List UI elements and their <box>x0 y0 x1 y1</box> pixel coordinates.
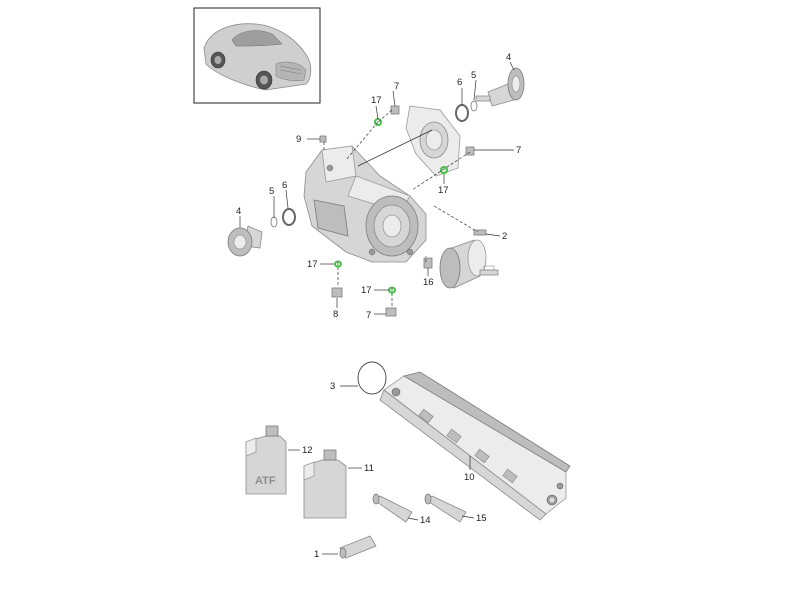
sealant-tube-15[interactable] <box>424 493 467 523</box>
callout-6-left: 6 <box>282 180 287 191</box>
vent-plug[interactable] <box>319 135 327 143</box>
vehicle-thumbnail[interactable] <box>193 7 321 104</box>
transfer-case-housing[interactable] <box>303 145 427 263</box>
atf-label: ATF <box>255 475 276 487</box>
housing-cover[interactable] <box>405 105 461 177</box>
clutch-drum[interactable] <box>439 239 499 289</box>
callout-3: 3 <box>330 381 335 392</box>
callout-1: 1 <box>314 549 319 560</box>
callout-12: 12 <box>302 445 313 456</box>
output-flange-right[interactable] <box>475 67 525 107</box>
output-flange-left[interactable] <box>227 225 263 257</box>
callout-2: 2 <box>502 231 507 242</box>
lubricant-tube-1[interactable] <box>339 535 377 559</box>
sealant-tube-14[interactable] <box>372 493 413 523</box>
callout-15: 15 <box>476 513 487 524</box>
intermediate-housing[interactable] <box>379 371 571 521</box>
callout-17-right: 17 <box>438 185 449 196</box>
screw-plug-right[interactable] <box>465 146 475 156</box>
callout-8: 8 <box>333 309 338 320</box>
circlip-left[interactable] <box>270 216 278 228</box>
callout-4-right: 4 <box>506 52 511 63</box>
callout-10: 10 <box>464 472 475 483</box>
seal-ring-left[interactable] <box>334 260 342 268</box>
sensor-16[interactable] <box>423 257 433 269</box>
o-ring[interactable] <box>357 361 387 395</box>
callout-11: 11 <box>364 463 374 474</box>
drain-plug[interactable] <box>331 287 343 298</box>
callout-17-left: 17 <box>307 259 318 270</box>
sensor-2[interactable] <box>473 229 487 236</box>
screw-plug-bottom[interactable] <box>385 307 397 317</box>
callout-7-right: 7 <box>516 145 521 156</box>
callout-17-top: 17 <box>371 95 382 106</box>
oil-container[interactable] <box>303 449 347 519</box>
callout-5-right: 5 <box>471 70 476 81</box>
callout-5-left: 5 <box>269 186 274 197</box>
atf-container-large[interactable]: ATF <box>245 425 287 495</box>
shaft-seal-left[interactable] <box>282 208 296 226</box>
circlip-right[interactable] <box>470 100 478 112</box>
callout-4-left: 4 <box>236 206 241 217</box>
callout-9: 9 <box>296 134 301 145</box>
screw-plug-top[interactable] <box>390 105 400 115</box>
callout-7-top: 7 <box>394 81 399 92</box>
callout-7-bottom: 7 <box>366 310 371 321</box>
callout-6-right: 6 <box>457 77 462 88</box>
callout-16: 16 <box>423 277 434 288</box>
callout-17-bottom: 17 <box>361 285 372 296</box>
shaft-seal-right[interactable] <box>455 104 469 122</box>
seal-ring-right[interactable] <box>440 166 448 174</box>
callout-14: 14 <box>420 515 431 526</box>
